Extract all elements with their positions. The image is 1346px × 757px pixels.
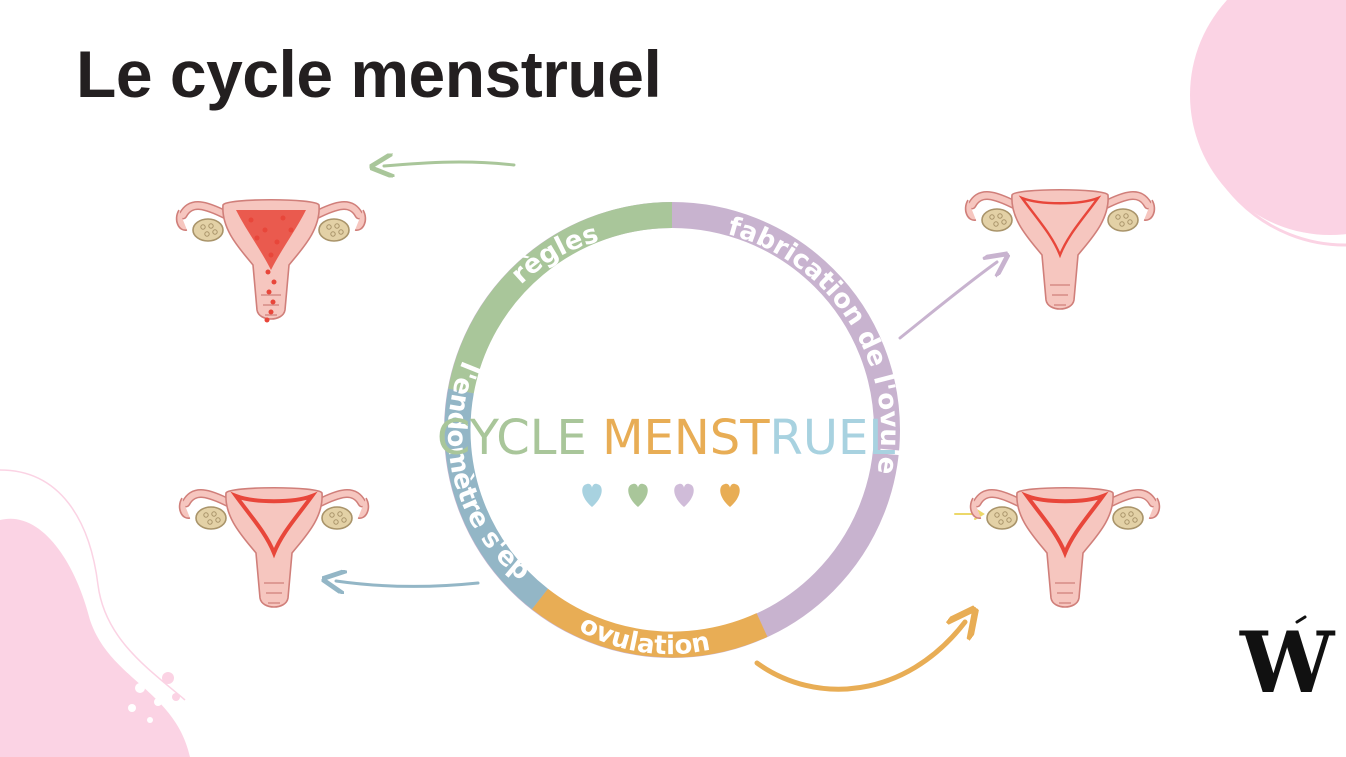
uterus-illustration-fabrication — [964, 188, 1156, 310]
uterus-illustration-regles — [175, 198, 367, 323]
uterus-illustration-endometre — [178, 486, 370, 608]
ring-segment-endometre — [444, 388, 549, 610]
uterus-illustration-ovulation — [969, 486, 1161, 608]
pink-circle-decoration — [1190, 0, 1346, 247]
svg-text:W: W — [1239, 613, 1336, 712]
heart-icon — [720, 483, 740, 507]
arrow-regles — [384, 162, 516, 166]
phase-label-regles: règles — [505, 219, 601, 290]
phase-label-ovulation: ovulation — [575, 610, 713, 662]
pink-blob-decoration — [0, 469, 190, 757]
heart-icon — [674, 483, 694, 507]
heart-icon — [628, 483, 648, 507]
arrow-ovulation — [754, 622, 965, 692]
cycle-center-title: CYCLE MENSTRUEL — [437, 410, 895, 466]
heart-icon — [582, 483, 602, 507]
ring-segment-ovulation — [532, 588, 768, 658]
ring-segment-regles — [448, 202, 673, 394]
cycle-ring — [444, 202, 900, 658]
arrow-endometre — [336, 581, 480, 587]
brand-logo: W — [1239, 613, 1336, 712]
page-title: Le cycle menstruel — [76, 37, 662, 111]
arrow-fabrication — [898, 262, 997, 340]
hearts-row — [582, 483, 740, 507]
